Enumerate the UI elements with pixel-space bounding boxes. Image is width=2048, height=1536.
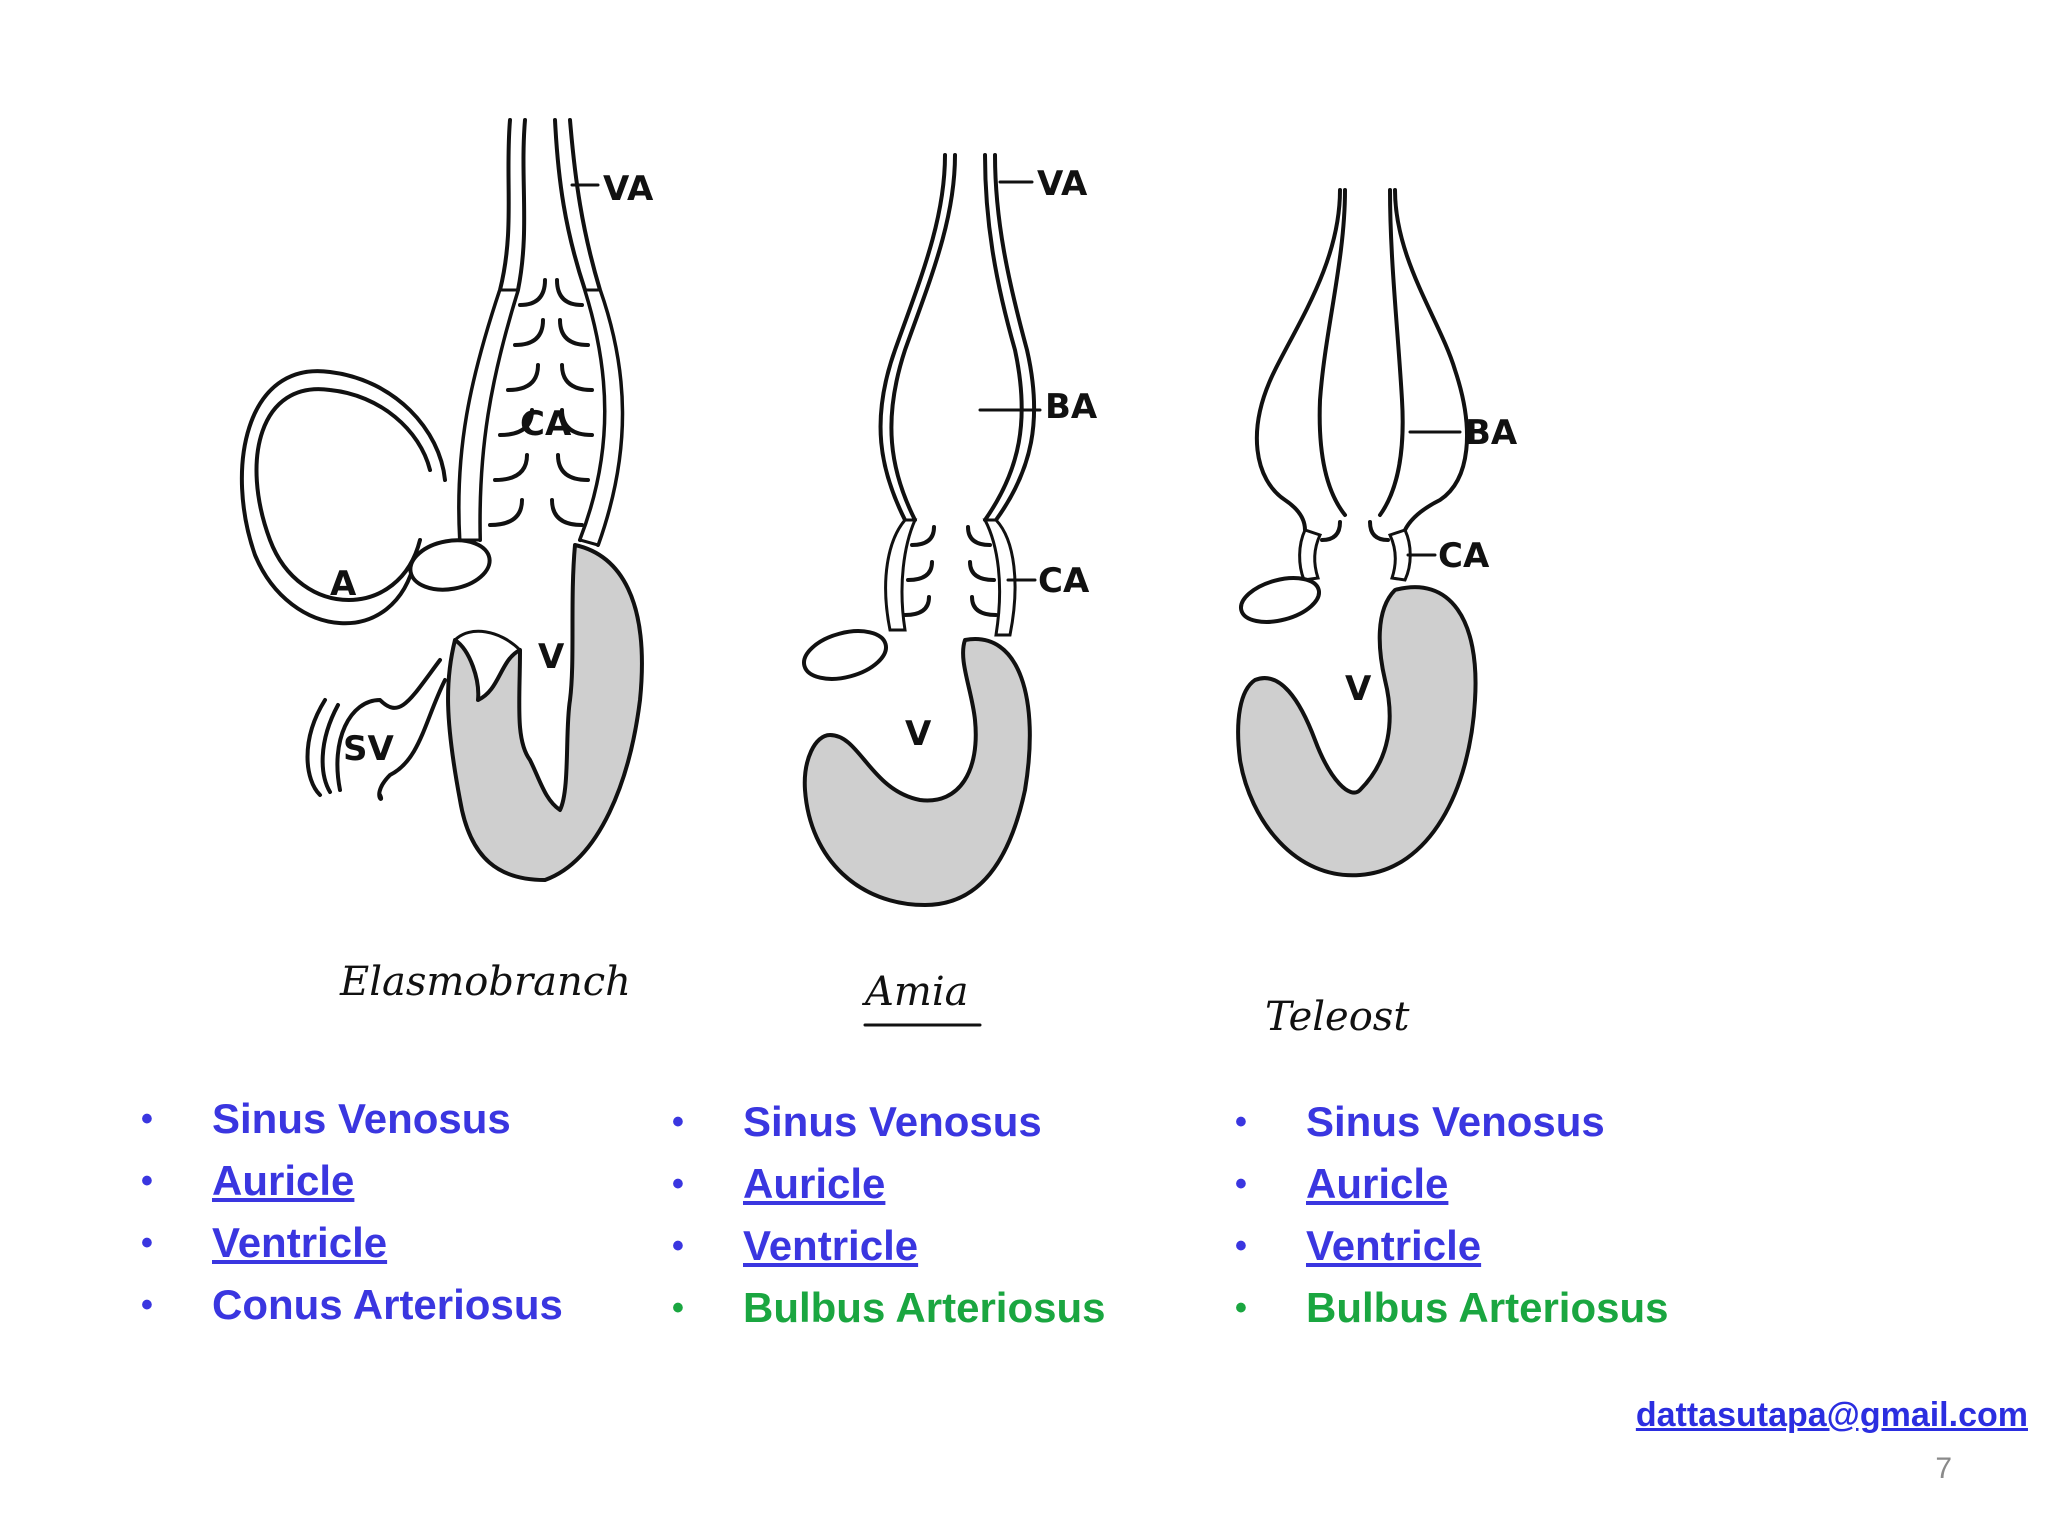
caption-teleost: Teleost [1265, 994, 1410, 1040]
elasmo-label-va: VA [603, 169, 654, 209]
list-item: • Auricle [1226, 1153, 1669, 1215]
bullet-icon: • [672, 1227, 684, 1265]
bullet-icon: • [672, 1165, 684, 1203]
bullet-icon: • [141, 1286, 153, 1324]
amia-label-ba: BA [1045, 387, 1098, 427]
list-item: • Ventricle [132, 1212, 563, 1274]
list-item: • Auricle [132, 1150, 563, 1212]
list-item-link[interactable]: Ventricle [212, 1219, 388, 1266]
list-item-link[interactable]: Ventricle [743, 1222, 919, 1269]
list-item-text: Sinus Venosus [1306, 1098, 1605, 1145]
elasmo-label-sv: SV [343, 729, 394, 769]
bullet-icon: • [141, 1224, 153, 1262]
list-item: • Sinus Venosus [663, 1091, 1106, 1153]
amia-heart [802, 153, 1042, 907]
list-item-link[interactable]: Auricle [212, 1157, 355, 1204]
caption-elasmobranch: Elasmobranch [339, 959, 631, 1005]
list-item: • Bulbus Arteriosus [663, 1277, 1106, 1339]
bullet-icon: • [141, 1162, 153, 1200]
teleost-heart [1236, 188, 1478, 878]
list-item-text: Sinus Venosus [743, 1098, 1042, 1145]
list-item: • Conus Arteriosus [132, 1274, 563, 1336]
bullet-icon: • [1235, 1289, 1247, 1327]
bullet-icon: • [672, 1103, 684, 1141]
elasmobranch-heart [239, 118, 644, 882]
list-item: • Auricle [663, 1153, 1106, 1215]
list-elasmobranch: • Sinus Venosus • Auricle • Ventricle • Conu… [132, 1088, 563, 1336]
list-item-text: Sinus Venosus [212, 1095, 511, 1142]
list-item: • Ventricle [663, 1215, 1106, 1277]
list-amia: • Sinus Venosus • Auricle • Ventricle • Bulb… [663, 1091, 1106, 1339]
list-teleost: • Sinus Venosus • Auricle • Ventricle • Bulb… [1226, 1091, 1669, 1339]
teleost-label-ba: BA [1465, 413, 1518, 453]
list-item-text: Bulbus Arteriosus [1306, 1284, 1669, 1331]
teleost-label-v: V [1345, 669, 1372, 709]
list-item-link[interactable]: Auricle [1306, 1160, 1449, 1207]
list-item: • Bulbus Arteriosus [1226, 1277, 1669, 1339]
list-item-text: Conus Arteriosus [212, 1281, 563, 1328]
bullet-icon: • [672, 1289, 684, 1327]
caption-amia: Amia [861, 969, 968, 1015]
list-item-text: Bulbus Arteriosus [743, 1284, 1106, 1331]
elasmo-label-a: A [330, 564, 357, 604]
bullet-icon: • [141, 1100, 153, 1138]
list-item: • Sinus Venosus [1226, 1091, 1669, 1153]
elasmo-label-v: V [538, 637, 565, 677]
list-item: • Sinus Venosus [132, 1088, 563, 1150]
author-email-link[interactable]: dattasutapa@gmail.com [1635, 1396, 2028, 1434]
bullet-icon: • [1235, 1165, 1247, 1203]
amia-label-va: VA [1037, 164, 1088, 204]
list-item-link[interactable]: Auricle [743, 1160, 886, 1207]
bullet-icon: • [1235, 1227, 1247, 1265]
bullet-icon: • [1235, 1103, 1247, 1141]
page-number: 7 [1935, 1452, 1952, 1485]
list-item-link[interactable]: Ventricle [1306, 1222, 1482, 1269]
list-item: • Ventricle [1226, 1215, 1669, 1277]
amia-label-v: V [905, 714, 932, 754]
amia-label-ca: CA [1038, 561, 1090, 601]
elasmo-label-ca: CA [520, 404, 572, 444]
teleost-label-ca: CA [1438, 536, 1490, 576]
